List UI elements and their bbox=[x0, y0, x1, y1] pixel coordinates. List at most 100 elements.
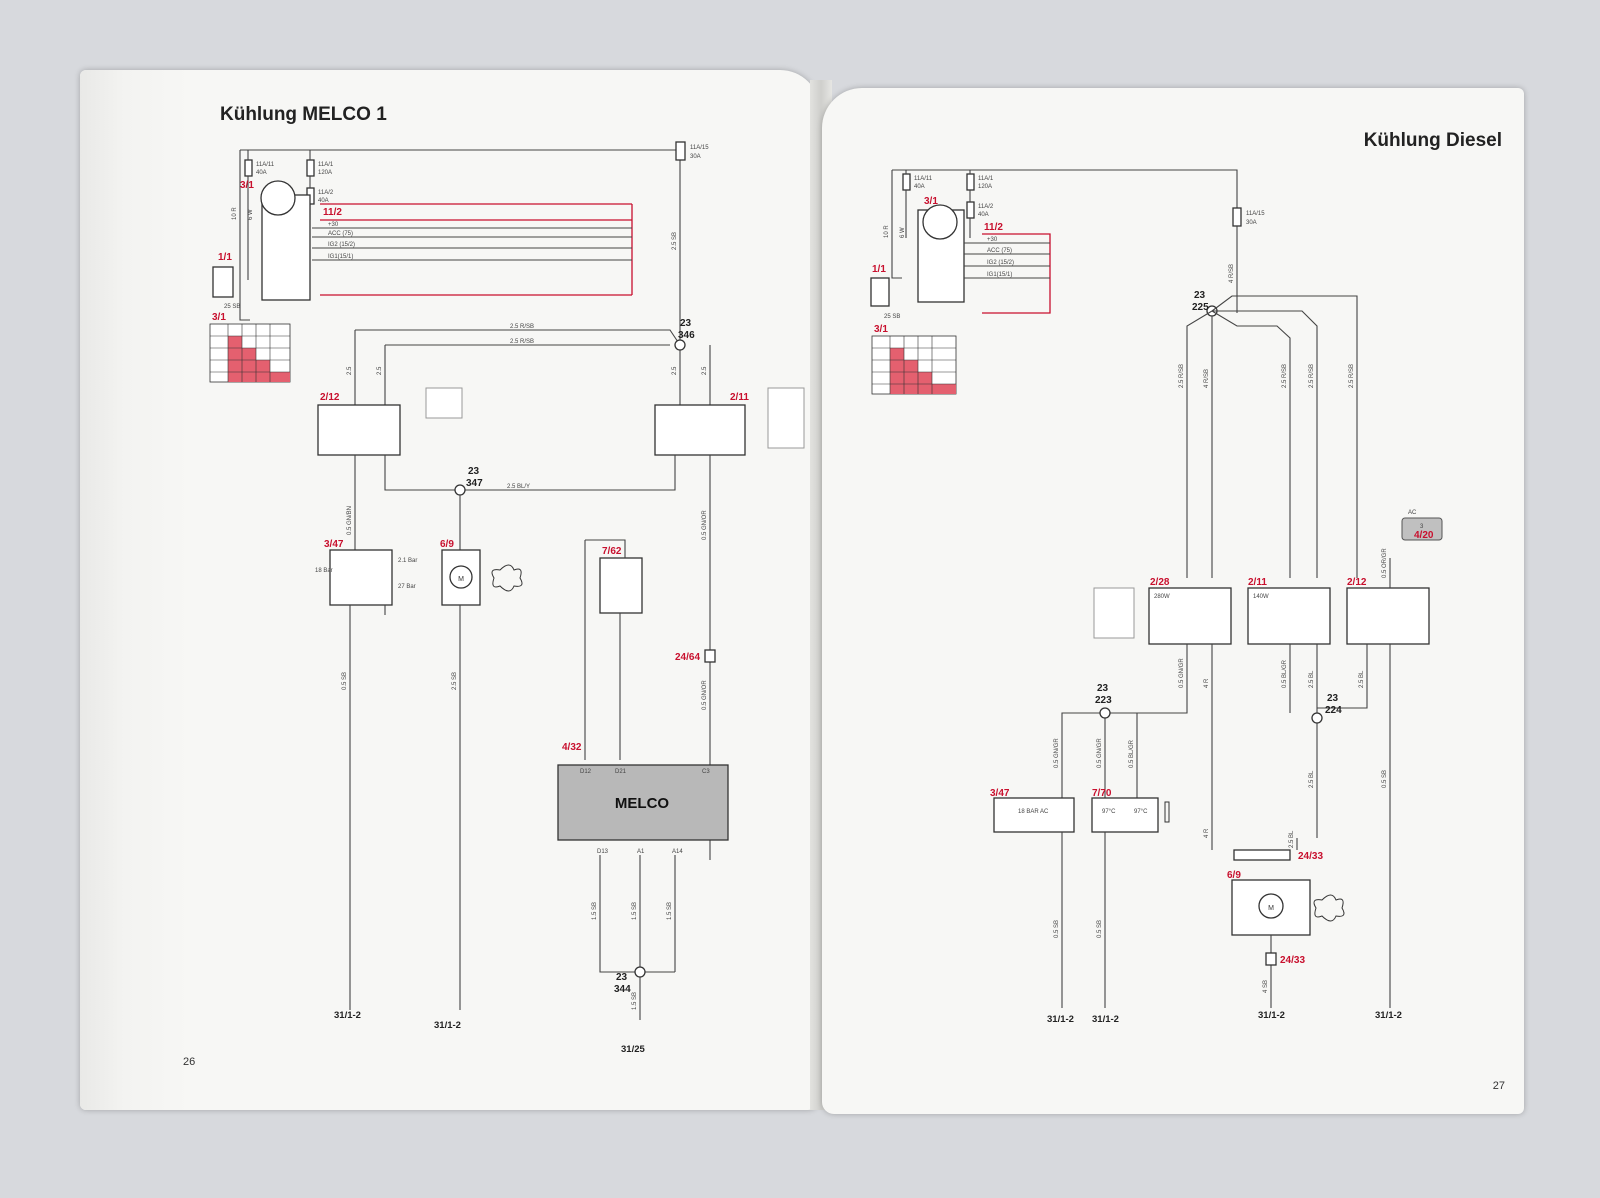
left-page: Kühlung MELCO 1 26 11A/11 40A 11A/1 120A… bbox=[80, 70, 820, 1110]
node-label: 346 bbox=[678, 330, 695, 341]
wire-label: 1.5 SB bbox=[632, 902, 638, 920]
fuse bbox=[966, 201, 975, 219]
connector-24-33 bbox=[1233, 849, 1291, 861]
relay-label: 280W bbox=[1154, 594, 1170, 600]
connector-icon bbox=[1093, 587, 1135, 639]
ecu-pin: A1 bbox=[637, 849, 645, 855]
fuse-rating: 120A bbox=[978, 184, 992, 190]
fuse-rating: 40A bbox=[256, 170, 267, 176]
wire-label: 2.5 BL bbox=[1359, 670, 1365, 688]
motor-letter: M bbox=[458, 576, 464, 583]
fuse-id: 11A/2 bbox=[318, 190, 334, 196]
ignition-line-label: IG1(15/1) bbox=[328, 254, 353, 260]
wire-label: 2.5 R/SB bbox=[1349, 364, 1355, 388]
wire-label: 2.5 BL bbox=[1309, 670, 1315, 688]
node-label: 225 bbox=[1192, 302, 1209, 313]
fuse-rating: 40A bbox=[318, 198, 329, 204]
wire-label: 2.5 R/SB bbox=[1282, 364, 1288, 388]
node-label: 223 bbox=[1095, 695, 1112, 706]
junction-node bbox=[1311, 712, 1323, 724]
wiring-diagram-left: Kühlung MELCO 1 26 11A/11 40A 11A/1 120A… bbox=[183, 104, 805, 1068]
wire-label: 1.5 SB bbox=[667, 902, 673, 920]
battery-icon bbox=[212, 266, 234, 298]
ground-label: 31/1-2 bbox=[434, 1020, 461, 1031]
connector-icon bbox=[425, 387, 463, 419]
relay-2-28 bbox=[1148, 587, 1232, 645]
node-label: 23 bbox=[1097, 683, 1109, 694]
ref-label: 3/1 bbox=[212, 312, 226, 323]
wire-label: 0.5 SB bbox=[1097, 920, 1103, 938]
ecu-pin: D21 bbox=[615, 769, 627, 775]
fuse-id: 11A/11 bbox=[914, 176, 933, 182]
fan-icon bbox=[1313, 894, 1345, 922]
melco-ecu bbox=[557, 764, 729, 841]
switch-label: 2.1 Bar bbox=[398, 558, 417, 564]
wire-label: 0.5 GN/OR bbox=[702, 680, 708, 710]
ecu-pin: D12 bbox=[580, 769, 592, 775]
fuse-rating: 120A bbox=[318, 170, 332, 176]
ref-label: 2/28 bbox=[1150, 577, 1170, 588]
pressure-switch bbox=[329, 549, 393, 606]
switch-truth-table bbox=[871, 335, 957, 395]
wire-label: 0.5 SB bbox=[1054, 920, 1060, 938]
ecu-name: MELCO bbox=[615, 795, 669, 812]
node-label: 23 bbox=[468, 466, 480, 477]
node-label: 23 bbox=[1327, 693, 1339, 704]
junction-node bbox=[454, 484, 466, 496]
junction-node bbox=[1099, 707, 1111, 719]
node-label: 23 bbox=[616, 972, 628, 983]
wire-label: 2.5 bbox=[377, 366, 383, 375]
fuse-id: 11A/1 bbox=[318, 162, 334, 168]
wiring-diagram-right: Kühlung Diesel 27 11A/11 40A 11A/1 120A … bbox=[870, 130, 1505, 1092]
ref-label: 7/70 bbox=[1092, 788, 1112, 799]
wire-label: 1.5 SB bbox=[592, 902, 598, 920]
motor-icon bbox=[449, 565, 473, 589]
fuse-id: 11A/15 bbox=[1246, 211, 1265, 217]
fuse-rating: 40A bbox=[914, 184, 925, 190]
wire-label: 10 R bbox=[884, 225, 890, 238]
wire-label: 6 W bbox=[900, 227, 906, 238]
fuse-rating: 30A bbox=[1246, 220, 1257, 226]
ref-label: 2/12 bbox=[320, 392, 340, 403]
wire-label: 4 R bbox=[1204, 678, 1210, 688]
ref-label: 2/11 bbox=[730, 392, 749, 403]
ignition-lock-icon bbox=[260, 180, 296, 216]
relay-label: 140W bbox=[1253, 594, 1269, 600]
fuse-id: 11A/15 bbox=[690, 145, 709, 151]
fuse-id: 11A/11 bbox=[256, 162, 275, 168]
fuse bbox=[306, 159, 315, 177]
ac-reference-box bbox=[1401, 517, 1443, 541]
node-label: 23 bbox=[680, 318, 692, 329]
junction-node bbox=[634, 966, 646, 978]
ref-label: 2/12 bbox=[1347, 577, 1367, 588]
switch-label: 18 BAR AC bbox=[1018, 809, 1049, 815]
ignition-line-label: IG2 (15/2) bbox=[987, 260, 1014, 266]
wire-label: 0.5 GN/GR bbox=[1097, 738, 1103, 768]
ignition-line-label: ACC (75) bbox=[328, 231, 353, 237]
ground-label: 31/25 bbox=[621, 1044, 645, 1055]
ref-label: 11/2 bbox=[984, 222, 1003, 233]
ground-label: 31/1-2 bbox=[334, 1010, 361, 1021]
switch-label: 27 Bar bbox=[398, 584, 416, 590]
wire-label: 0.5 GN/GR bbox=[1179, 658, 1185, 688]
ground-label: 31/1-2 bbox=[1092, 1014, 1119, 1025]
fuse bbox=[902, 173, 911, 191]
ignition-line-label: +30 bbox=[987, 237, 998, 243]
wire-label: 4 R bbox=[1204, 828, 1210, 838]
wire-label: 6 W bbox=[248, 209, 254, 220]
left-page-number: 26 bbox=[183, 1056, 195, 1068]
relay-2-11 bbox=[654, 404, 746, 456]
ignition-line-label: +30 bbox=[328, 222, 339, 228]
ecu-pin: C3 bbox=[702, 769, 710, 775]
wire-label: 2.5 R/SB bbox=[510, 339, 534, 345]
right-page-title: Kühlung Diesel bbox=[1364, 130, 1502, 151]
ref-label: 3/1 bbox=[240, 180, 254, 191]
connector-pin bbox=[1265, 952, 1277, 966]
wire-label: 4 SB bbox=[1263, 980, 1269, 993]
ref-label: 4/32 bbox=[562, 742, 582, 753]
connector-icon bbox=[767, 387, 805, 449]
ref-label: 3/1 bbox=[874, 324, 888, 335]
wire-label: 0.5 GN/GR bbox=[1054, 738, 1060, 768]
wire-label: 2.5 BL bbox=[1309, 770, 1315, 788]
ac-label: AC bbox=[1408, 510, 1417, 516]
